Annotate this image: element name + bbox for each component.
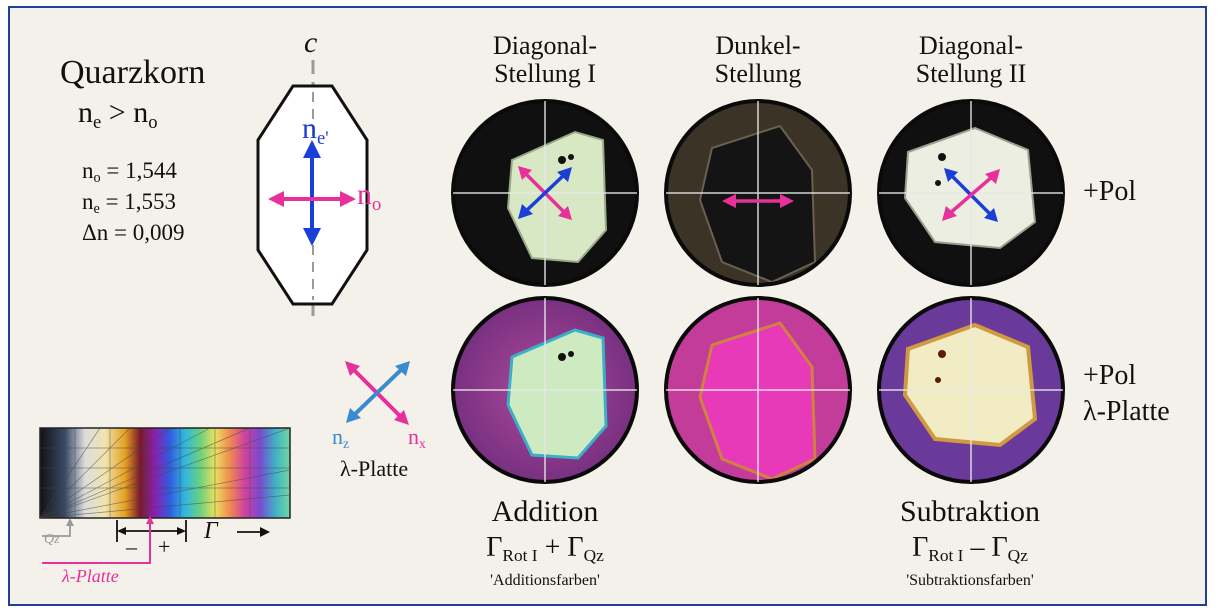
formula-gamma: Γ (912, 532, 929, 563)
minus-label: – (126, 534, 137, 559)
header-line-1: Diagonal- (493, 31, 597, 60)
index-delta: Δn = 0,009 (82, 220, 185, 246)
formula-sub: Qz (1007, 546, 1028, 566)
index-symbol: Δ (82, 220, 97, 245)
c-axis-label: c (304, 26, 318, 59)
qz-marker (42, 522, 71, 537)
index-no: no = 1,544 (82, 158, 177, 187)
row-label-pol: +Pol (1083, 176, 1137, 207)
header-line-2: Stellung I (494, 59, 596, 88)
lambda-plate-arrows (345, 361, 410, 425)
header-line-1: Diagonal- (919, 31, 1023, 60)
formula-sub: Rot I (928, 546, 964, 566)
ne-label-symbol: n (302, 112, 317, 145)
formula-gamma: Γ (486, 532, 503, 563)
nz-symbol: n (332, 424, 343, 449)
index-subscript: o (93, 170, 101, 187)
header-line-2: Stellung II (915, 59, 1027, 88)
ne-subscript: e (93, 111, 102, 133)
no-label-subscript: o (372, 193, 382, 215)
column-header-diagonal-1: Diagonal-Stellung I (470, 32, 620, 88)
gamma-label: Γ (204, 518, 218, 544)
quartz-crystal-diagram (256, 60, 369, 318)
lambda-marker (42, 520, 151, 564)
nx-symbol: n (408, 424, 419, 449)
formula-op: – Γ (963, 532, 1008, 563)
lambda-plate-label: λ-Platte (340, 456, 409, 481)
ne-symbol: n (78, 96, 93, 129)
nx-subscript: x (419, 436, 426, 452)
header-line-1: Dunkel- (715, 31, 801, 60)
no-arrow (268, 191, 356, 207)
index-value: n = 0,009 (96, 220, 185, 245)
index-symbol: n (82, 158, 94, 183)
index-symbol: n (82, 189, 94, 214)
caption-addition-formula: ΓRot I + ΓQz (425, 532, 665, 566)
formula-sub: Rot I (502, 546, 538, 566)
index-subscript: e (93, 201, 100, 218)
column-header-dark: Dunkel-Stellung (683, 32, 833, 88)
header-line-2: Stellung (714, 59, 802, 88)
nz-label: nz (332, 424, 350, 452)
caption-subtraction-note: 'Subtraktionsfarben' (906, 572, 1034, 589)
index-value: = 1,544 (100, 158, 177, 183)
row-label-pol-lambda-2: λ-Platte (1083, 396, 1170, 427)
index-value: = 1,553 (99, 189, 177, 214)
no-symbol: n (133, 96, 149, 129)
no-label-symbol: n (357, 178, 372, 211)
vibration-arrows-diagonal-2 (942, 168, 1000, 222)
qz-label: Qz (44, 532, 60, 547)
lambda-chart-label: λ-Platte (62, 566, 119, 586)
crosshairs (453, 101, 1063, 482)
index-ne: ne = 1,553 (82, 189, 177, 218)
caption-addition-title: Addition (491, 495, 599, 528)
vibration-arrow-dark (722, 194, 794, 208)
caption-addition-note: 'Additionsfarben' (490, 572, 600, 589)
column-header-diagonal-2: Diagonal-Stellung II (890, 32, 1052, 88)
formula-op: + Γ (537, 532, 584, 563)
caption-subtraction-title: Subtraktion (900, 495, 1040, 528)
refraction-relation: ne > no (78, 96, 158, 133)
ne-label-subscript: e' (317, 127, 329, 149)
nx-label: nx (408, 424, 426, 452)
vibration-arrows-diagonal-1 (518, 166, 572, 220)
formula-sub: Qz (583, 546, 604, 566)
nz-subscript: z (343, 436, 350, 452)
relation-operator: > (101, 96, 134, 129)
no-subscript: o (148, 111, 158, 133)
plus-label: + (158, 534, 171, 559)
title-quarzkorn: Quarzkorn (60, 54, 206, 91)
no-label: no (357, 178, 382, 215)
ne-prime-label: ne' (302, 112, 329, 149)
ne-prime-arrow (303, 140, 321, 246)
row-label-pol-lambda-1: +Pol (1083, 360, 1137, 391)
caption-subtraction-formula: ΓRot I – ΓQz (850, 532, 1090, 566)
interference-color-chart (39, 427, 291, 564)
